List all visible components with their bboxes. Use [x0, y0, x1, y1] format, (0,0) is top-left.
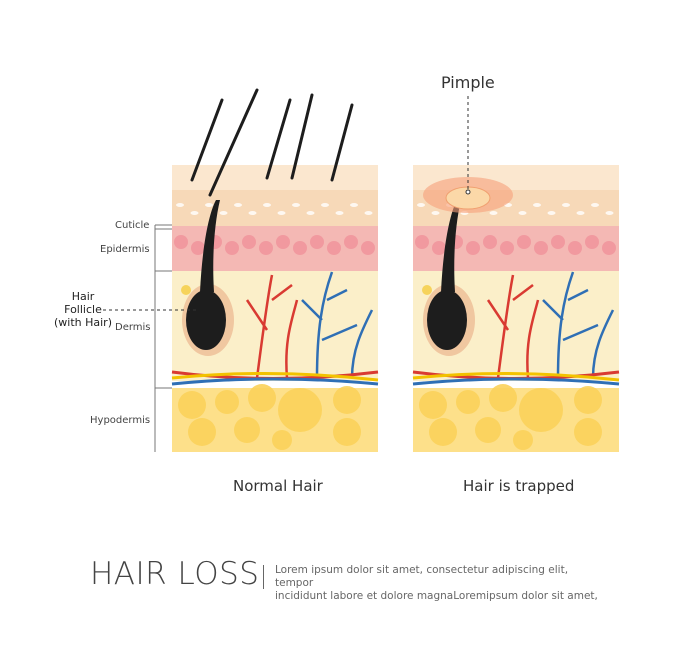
normal-hair-skin-block — [171, 88, 379, 452]
layer-bracket — [103, 96, 471, 452]
hair-follicle-label-line: (with Hair) — [53, 316, 112, 329]
dermis-label: Dermis — [115, 322, 151, 333]
page-title: HAIR LOSS — [90, 556, 260, 592]
description-line: incididunt labore et dolore magnaLoremip… — [275, 590, 598, 602]
description-line: Lorem ipsum dolor sit amet, consectetur … — [275, 564, 569, 589]
title-divider — [263, 565, 264, 589]
pimple-label: Pimple — [441, 73, 495, 92]
hypodermis-label: Hypodermis — [90, 415, 151, 426]
epidermis-label: Epidermis — [100, 244, 150, 255]
hair-follicle-label-line: Follicle — [64, 303, 102, 316]
description: Lorem ipsum dolor sit amet, consectetur … — [275, 564, 605, 603]
hair-follicle-label-line: Hair — [71, 290, 95, 303]
hair-follicle-label: Hair Follicle (with Hair) — [54, 290, 112, 329]
caption-hair-trapped: Hair is trapped — [463, 477, 575, 495]
trapped-hair-skin-block — [412, 165, 620, 452]
caption-normal-hair: Normal Hair — [233, 477, 323, 495]
cuticle-label: Cuticle — [115, 220, 150, 231]
